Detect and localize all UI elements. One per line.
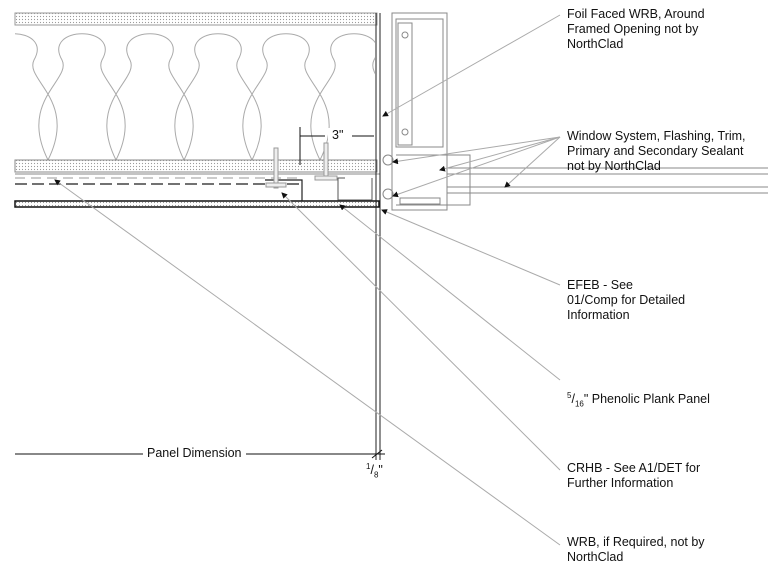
- top-sheathing: [14, 12, 378, 26]
- phenolic-text: " Phenolic Plank Panel: [583, 392, 710, 407]
- phenolic-den: 16: [574, 399, 584, 409]
- leader-lines: [54, 14, 561, 546]
- phenolic-panel: [14, 200, 380, 208]
- label-efeb: EFEB - See 01/Comp for Detailed Informat…: [567, 278, 686, 322]
- eighth-unit: ": [378, 463, 383, 478]
- window-frame: [382, 12, 768, 211]
- dimension-panel: Panel Dimension: [143, 446, 246, 460]
- label-wrb: WRB, if Required, not by NorthClad: [567, 535, 705, 564]
- batt-insulation: [15, 33, 375, 160]
- eighth-num: 1: [366, 462, 371, 471]
- phenolic-num: 5: [567, 391, 572, 400]
- label-crhb: CRHB - See A1/DET for Further Informatio…: [567, 461, 701, 490]
- eighth-den: 8: [373, 470, 379, 480]
- label-foil-wrb: Foil Faced WRB, Around Framed Opening no…: [567, 7, 705, 51]
- sheathing-layer: [14, 159, 378, 173]
- label-window-system: Window System, Flashing, Trim, Primary a…: [567, 129, 746, 173]
- dimension-eighth: 1/8": [366, 462, 383, 480]
- label-phenolic: 5/16" Phenolic Plank Panel: [567, 391, 710, 409]
- dimension-3in: 3": [328, 128, 348, 142]
- fasteners: [265, 142, 338, 189]
